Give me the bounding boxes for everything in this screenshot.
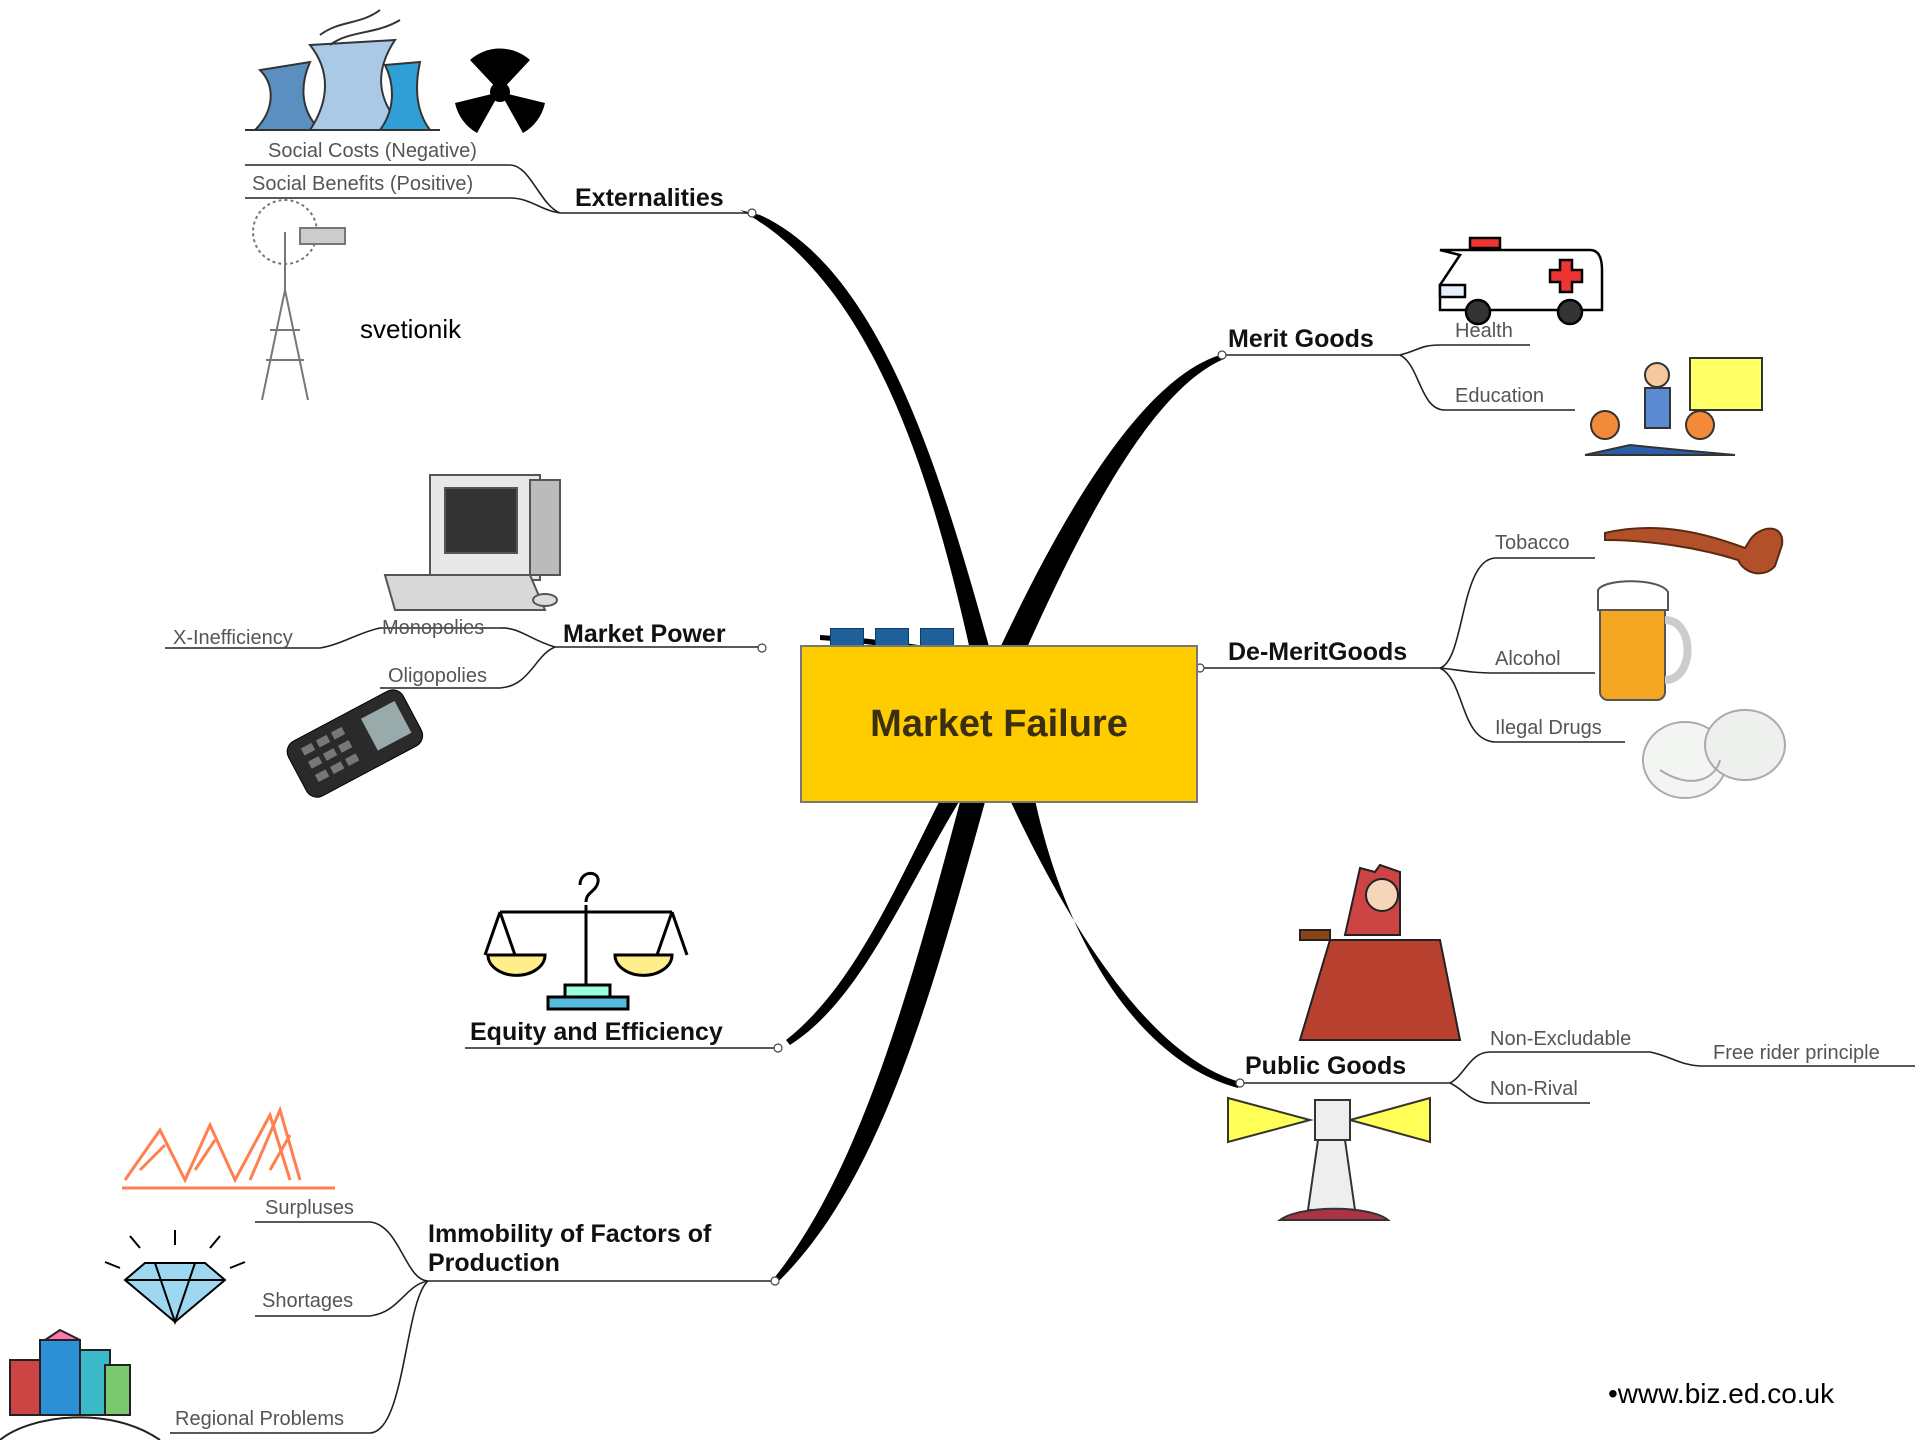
social-costs-label: Social Costs (Negative) xyxy=(268,140,477,162)
public-goods-label[interactable]: Public Goods xyxy=(1245,1052,1407,1080)
footer-url: •www.biz.ed.co.uk xyxy=(1608,1378,1835,1409)
branch-lines xyxy=(165,164,1915,1434)
demerit-goods-label[interactable]: De-MeritGoods xyxy=(1228,638,1408,666)
monopolies-label: Monopolies xyxy=(382,617,485,639)
mountains-icon xyxy=(122,1105,335,1190)
ambulance-icon xyxy=(1438,236,1604,326)
diamond-icon xyxy=(104,1230,246,1326)
tobacco-label: Tobacco xyxy=(1495,532,1570,554)
caption-text: svetionik xyxy=(360,314,462,344)
surpluses-label: Surpluses xyxy=(265,1197,354,1219)
equity-efficiency-label[interactable]: Equity and Efficiency xyxy=(470,1018,723,1046)
mobile-phone-icon xyxy=(286,689,424,798)
x-inefficiency-label: X-Inefficiency xyxy=(173,627,293,649)
city-icon xyxy=(0,1328,161,1440)
oligopolies-label: Oligopolies xyxy=(388,665,487,687)
teacher-icon xyxy=(1584,357,1763,456)
central-node-label: Market Failure xyxy=(870,702,1128,745)
shortages-label: Shortages xyxy=(262,1290,354,1312)
pipe-icon xyxy=(1604,527,1784,575)
non-rival-label: Non-Rival xyxy=(1490,1078,1578,1100)
connector-nodes xyxy=(747,208,1245,1286)
market-power-label[interactable]: Market Power xyxy=(563,620,726,648)
education-label: Education xyxy=(1455,385,1544,407)
merit-goods-label[interactable]: Merit Goods xyxy=(1228,325,1374,353)
lighthouse-icon xyxy=(1227,1096,1431,1221)
scales-icon xyxy=(483,871,689,1011)
judge-icon xyxy=(1298,863,1462,1041)
windmill-icon xyxy=(252,199,346,401)
social-benefits-label: Social Benefits (Positive) xyxy=(252,173,474,195)
radiation-icon xyxy=(455,48,545,133)
free-rider-label: Free rider principle xyxy=(1713,1042,1880,1064)
pills-icon xyxy=(1642,709,1786,799)
central-node[interactable]: Market Failure xyxy=(800,645,1198,803)
alcohol-label: Alcohol xyxy=(1495,648,1561,670)
non-excludable-label: Non-Excludable xyxy=(1490,1028,1632,1050)
externalities-label[interactable]: Externalities xyxy=(575,184,724,212)
regional-problems-label: Regional Problems xyxy=(175,1408,344,1430)
beer-mug-icon xyxy=(1597,580,1692,701)
nuclear-plant-icon xyxy=(245,9,440,131)
computer-icon xyxy=(383,474,561,611)
illegal-drugs-label: Ilegal Drugs xyxy=(1495,717,1602,739)
health-label: Health xyxy=(1455,320,1513,342)
immobility-label-line2[interactable]: Production xyxy=(428,1249,560,1277)
immobility-label-line1[interactable]: Immobility of Factors of xyxy=(428,1220,712,1248)
